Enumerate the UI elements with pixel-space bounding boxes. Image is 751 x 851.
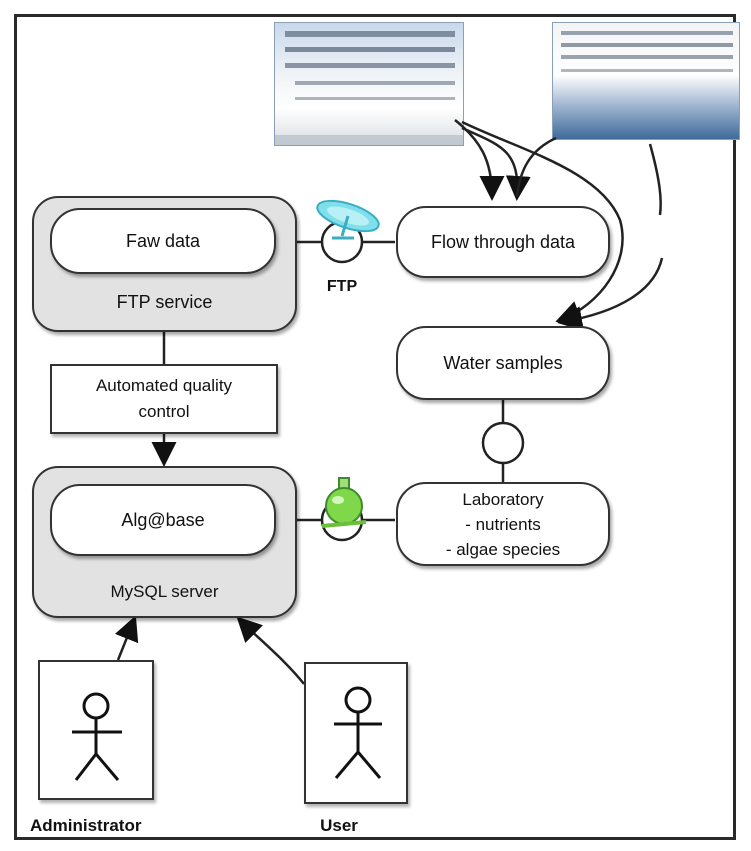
laboratory-item-algae: - algae species xyxy=(445,539,561,559)
water-samples-node: Water samples xyxy=(396,326,610,400)
administrator-actor xyxy=(38,660,154,800)
flow-through-label: Flow through data xyxy=(430,231,576,252)
chemistry-flask-icon xyxy=(321,477,367,528)
mysql-server-label: MySQL server xyxy=(110,582,219,601)
user-actor xyxy=(304,662,408,804)
water-samples-label: Water samples xyxy=(443,352,563,373)
stick-figure-icon xyxy=(72,692,122,781)
ftp-connector-label: FTP xyxy=(326,278,358,295)
laboratory-node: Laboratory - nutrients - algae species xyxy=(396,482,610,566)
user-label: User xyxy=(320,816,358,835)
algabase-node: Alg@base xyxy=(50,484,276,556)
raw-data-label: Faw data xyxy=(125,230,201,251)
qc-label-line2: control xyxy=(138,402,190,421)
ship-photo-left xyxy=(274,22,464,146)
raw-data-node: Faw data xyxy=(50,208,276,274)
ship-photo-right xyxy=(552,22,740,140)
automated-quality-control-node: Automated quality control xyxy=(50,364,278,434)
algabase-label: Alg@base xyxy=(121,509,205,530)
satellite-dish-icon xyxy=(316,199,380,240)
stick-figure-icon xyxy=(334,686,382,779)
laboratory-title: Laboratory xyxy=(462,489,544,509)
administrator-label: Administrator xyxy=(30,816,142,835)
flow-through-data-node: Flow through data xyxy=(396,206,610,278)
ftp-service-label: FTP service xyxy=(116,292,213,312)
qc-label-line1: Automated quality xyxy=(95,376,233,395)
laboratory-item-nutrients: - nutrients xyxy=(465,514,541,534)
